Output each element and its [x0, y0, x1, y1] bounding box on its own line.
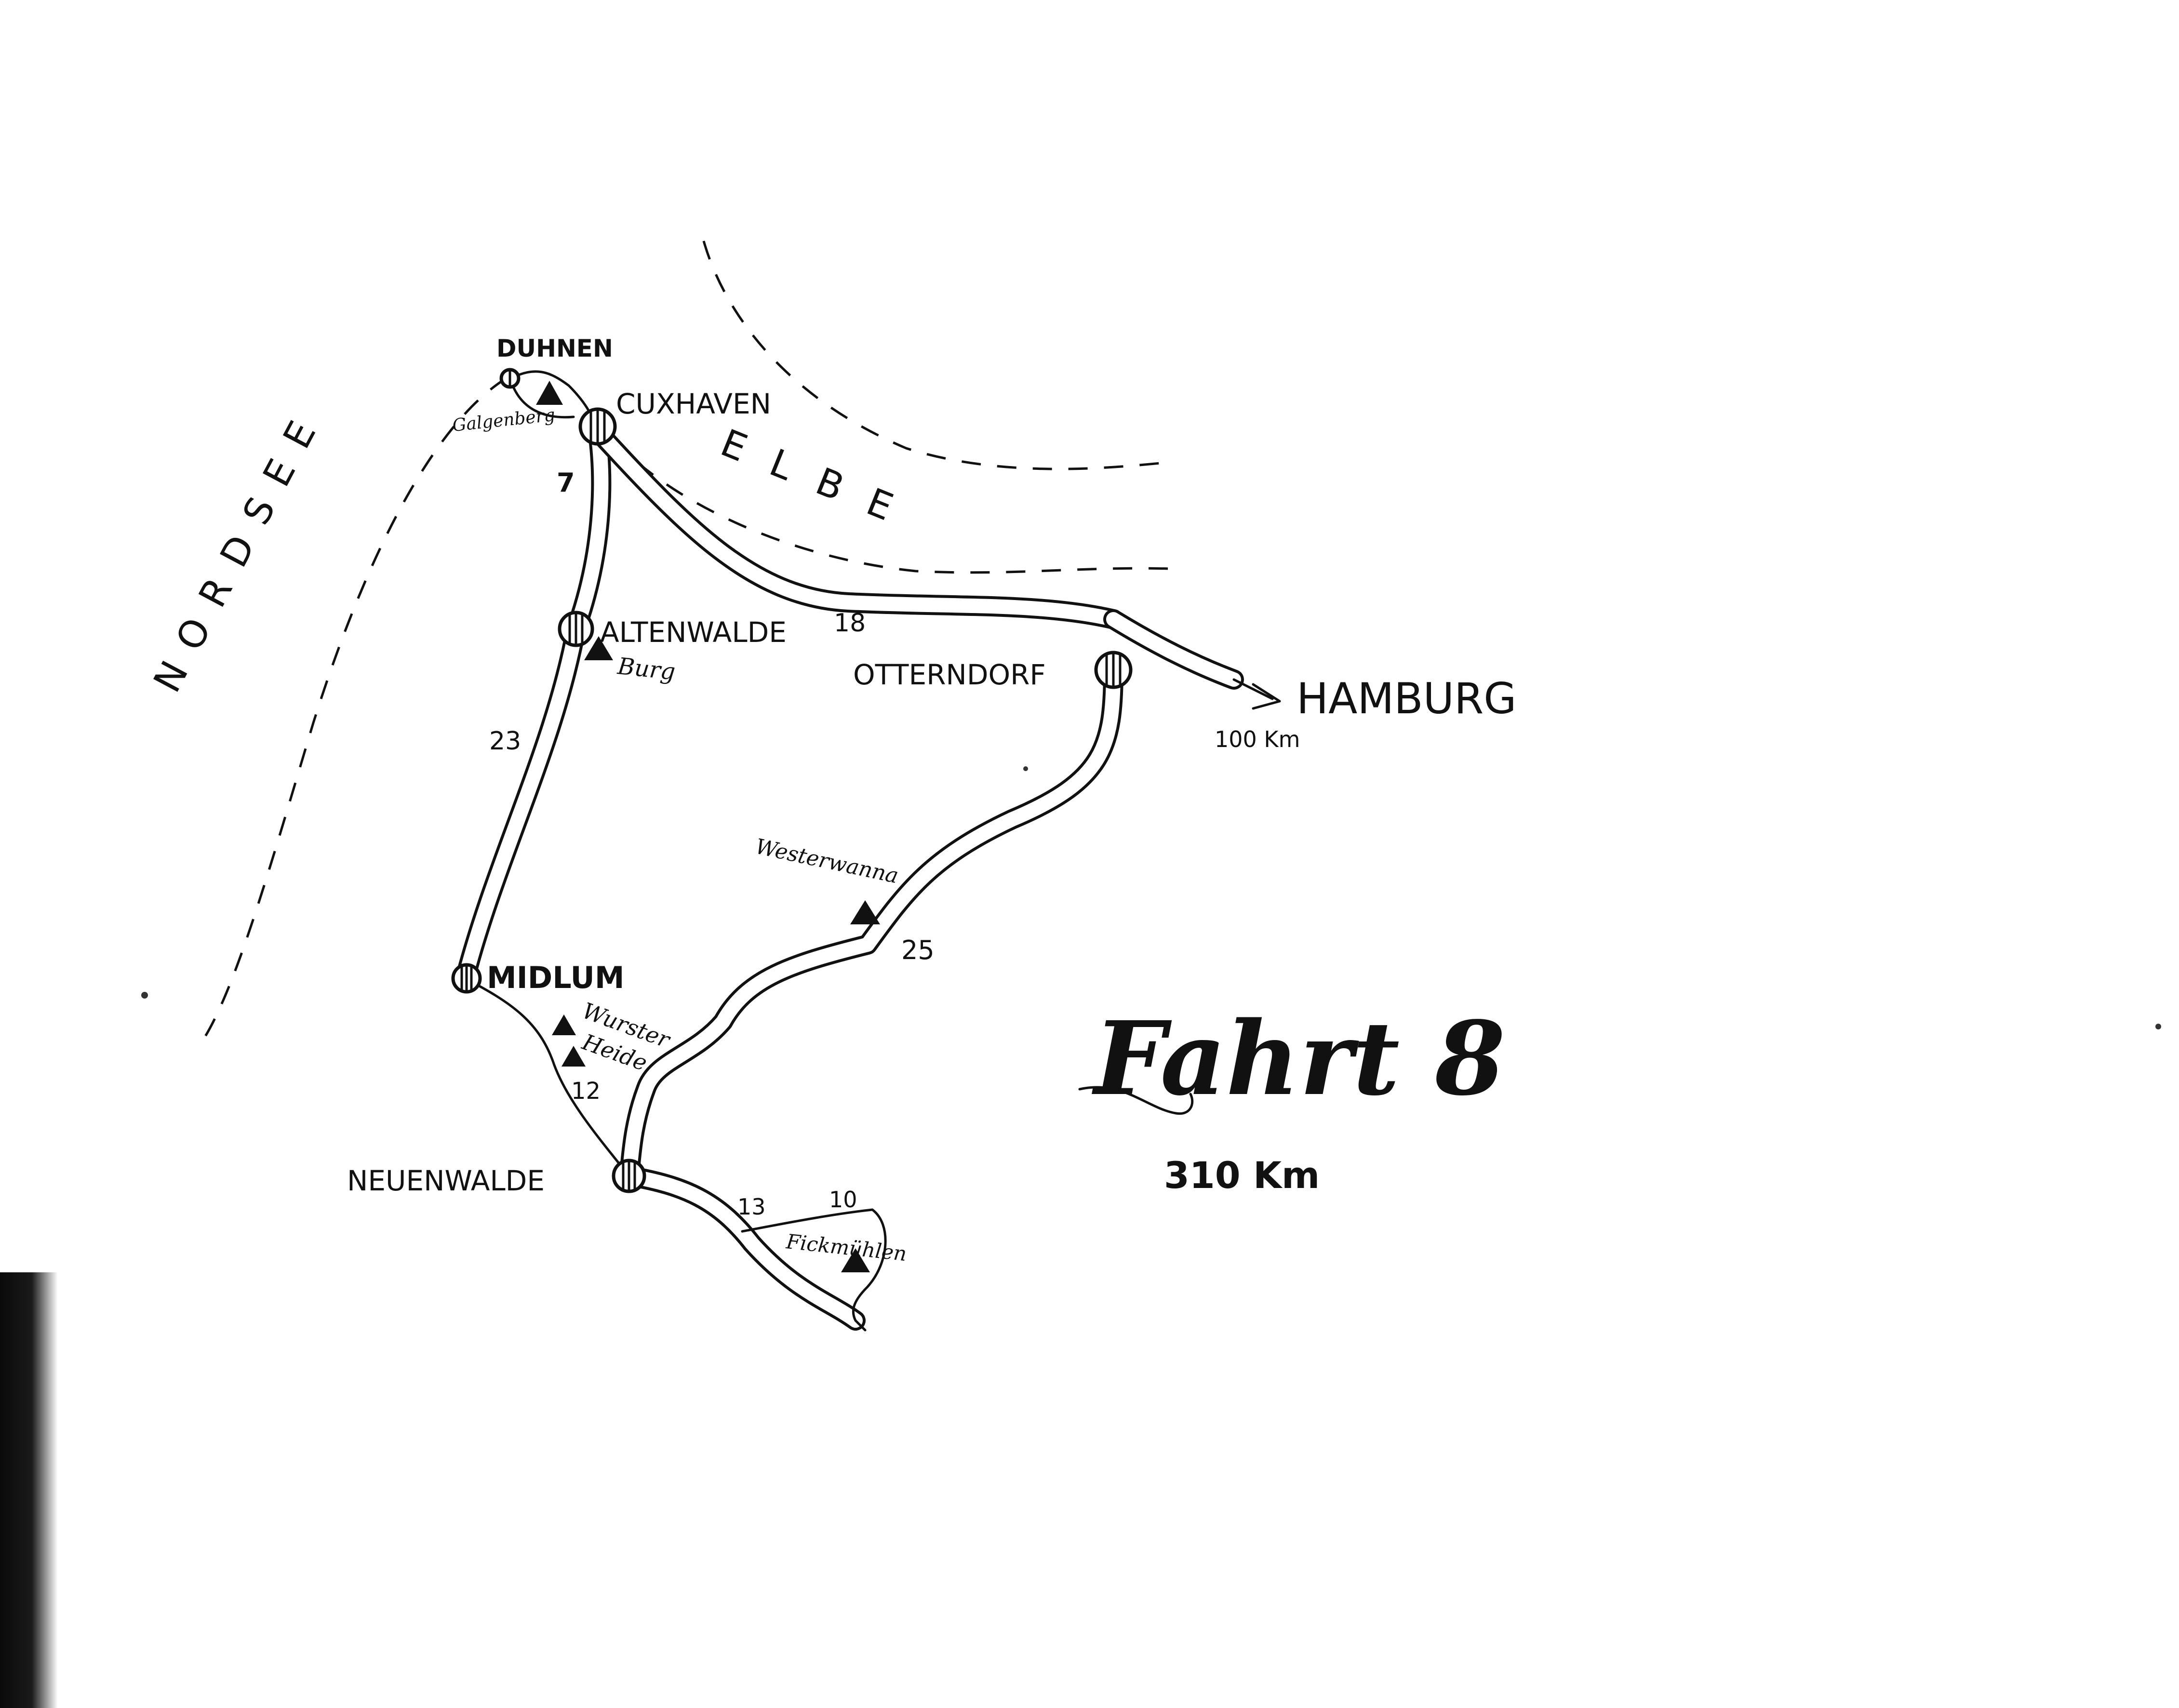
road-fickmuehlen-loop: [741, 1208, 887, 1332]
road-midlum-neuenwalde: [464, 977, 630, 1177]
sight-label-fickmuehlen: Fickmühlen: [785, 1229, 908, 1266]
distance-neuenwalde-loop-a: 13: [737, 1194, 766, 1220]
town-label-midlum: MIDLUM: [487, 960, 625, 995]
town-marker-neuenwalde: [612, 1159, 646, 1193]
town-marker-cuxhaven: [578, 407, 617, 446]
town-label-duhnen: DUHNEN: [496, 334, 613, 362]
speck: [141, 992, 148, 999]
distance-to-hamburg: 100 Km: [1215, 726, 1300, 752]
town-label-hamburg: HAMBURG: [1297, 674, 1516, 723]
nordsee-coastline: [201, 377, 507, 1042]
town-marker-duhnen: [499, 368, 521, 389]
sight-marker-galgenberg: [536, 381, 563, 405]
elbe-north-shore: [702, 240, 1167, 470]
roads: [455, 421, 1244, 1331]
distance-otterndorf-neuenwalde: 25: [901, 935, 935, 965]
town-marker-midlum: [451, 963, 482, 994]
sight-marker-wurster-heide-1: [552, 1014, 576, 1035]
speck: [1023, 766, 1028, 771]
sea-label-nordsee: NORDSEE: [146, 397, 334, 699]
distance-neuenwalde-loop-b: 10: [829, 1187, 857, 1213]
title-flourish: [1078, 1086, 1194, 1115]
hamburg-arrow-head: [1252, 683, 1281, 710]
elbe-south-shore: [611, 438, 1172, 574]
sight-marker-westerwanna: [850, 900, 880, 924]
speck: [2155, 1024, 2161, 1029]
sea-label: NORDSEE: [146, 397, 334, 699]
road-duhnen-loop: [509, 379, 575, 419]
distance-cuxhaven-otterndorf: 18: [834, 609, 866, 638]
sight-marker-burg: [584, 636, 613, 660]
sight-marker-fickmuehlen: [841, 1248, 870, 1272]
road-cuxhaven-otterndorf: [588, 421, 1123, 629]
town-label-otterndorf: OTTERNDORF: [853, 658, 1046, 691]
river-label-elbe: ELBE: [715, 421, 926, 540]
distance-midlum-neuenwalde: 12: [571, 1078, 601, 1105]
sight-label-burg: Burg: [616, 653, 677, 685]
distance-altenwalde-midlum: 23: [489, 727, 521, 756]
sight-label-westerwanna: Westerwanna: [753, 834, 901, 889]
film-edge: [0, 1272, 58, 1708]
town-marker-otterndorf: [1094, 651, 1133, 689]
town-label-neuenwalde: NEUENWALDE: [347, 1164, 545, 1197]
town-label-altenwalde: ALTENWALDE: [600, 616, 787, 649]
town-marker-altenwalde: [558, 611, 594, 647]
map-title: Fahrt 8: [1092, 999, 1505, 1118]
hamburg-arrow-line: [1232, 678, 1274, 700]
distance-cuxhaven-altenwalde: 7: [557, 467, 575, 498]
town-label-cuxhaven: CUXHAVEN: [616, 387, 771, 420]
total-distance: 310 Km: [1164, 1154, 1320, 1197]
sight-marker-wurster-heide-2: [561, 1046, 586, 1067]
